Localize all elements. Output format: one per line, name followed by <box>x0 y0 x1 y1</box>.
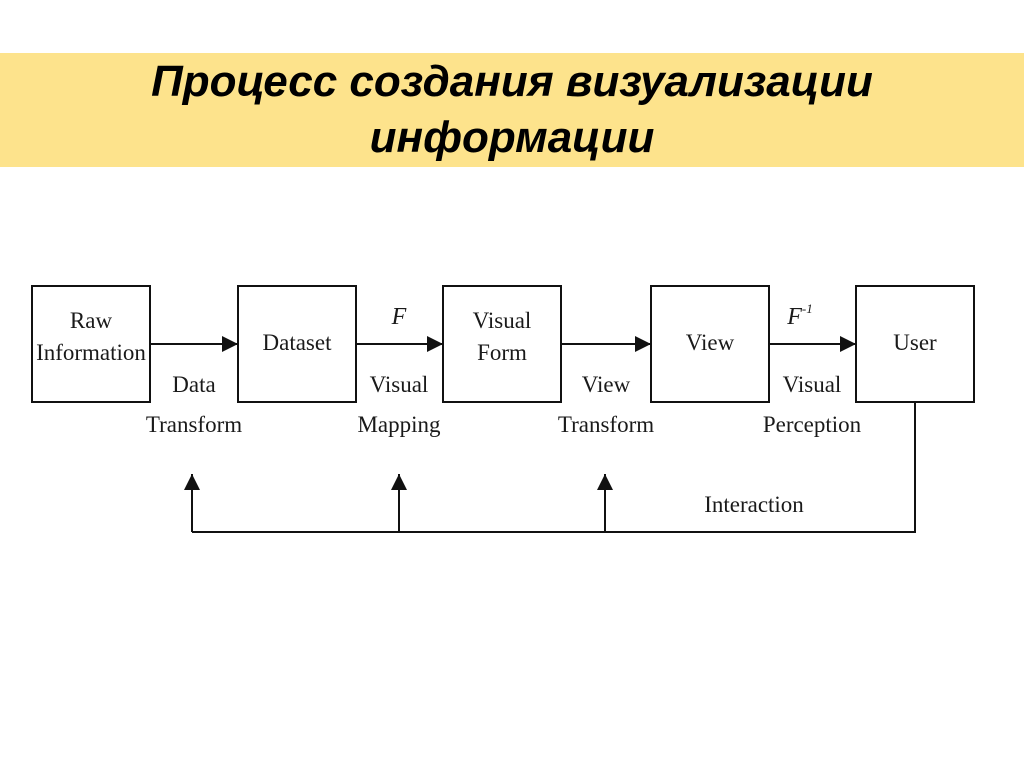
box-raw-information-line-1: Raw <box>70 308 113 333</box>
interaction-feedback-line <box>192 402 916 533</box>
box-user-label: User <box>893 330 937 355</box>
box-dataset: Dataset <box>237 285 357 403</box>
slide-title-line-1: Процесс создания визуализации <box>151 57 873 106</box>
symbol-f: F <box>391 304 407 330</box>
box-raw-information: Raw Information <box>31 285 151 403</box>
box-visual-form-line-2: Form <box>477 340 527 365</box>
label-data-transform-line-1: Data <box>172 372 215 397</box>
label-view-transform-line-1: View <box>582 372 631 397</box>
label-interaction: Interaction <box>704 492 804 517</box>
label-visual-mapping-line-2: Mapping <box>357 412 441 437</box>
title-band <box>0 53 1024 167</box>
box-visual-form: Visual Form <box>442 285 562 403</box>
symbol-f-inverse-exponent: -1 <box>802 301 813 316</box>
symbol-f-inverse-base: F <box>786 304 802 330</box>
slide-title-line-2: информации <box>369 113 655 162</box>
label-visual-perception-line-1: Visual <box>783 372 842 397</box>
box-user: User <box>855 285 975 403</box>
slide-title: Процесс создания визуализации информации <box>0 54 1024 166</box>
box-view: View <box>650 285 770 403</box>
label-visual-mapping-line-1: Visual <box>370 372 429 397</box>
label-visual-perception-line-2: Perception <box>763 412 862 437</box>
visualization-pipeline-diagram: Raw Information Dataset Visual Form View… <box>31 285 975 533</box>
label-view-transform-line-2: Transform <box>558 412 654 437</box>
box-view-label: View <box>686 330 735 355</box>
label-data-transform-line-2: Transform <box>146 412 242 437</box>
box-visual-form-line-1: Visual <box>473 308 532 333</box>
box-raw-information-line-2: Information <box>36 340 146 365</box>
box-dataset-label: Dataset <box>263 330 333 355</box>
symbol-f-inverse: F-1 <box>786 301 813 330</box>
